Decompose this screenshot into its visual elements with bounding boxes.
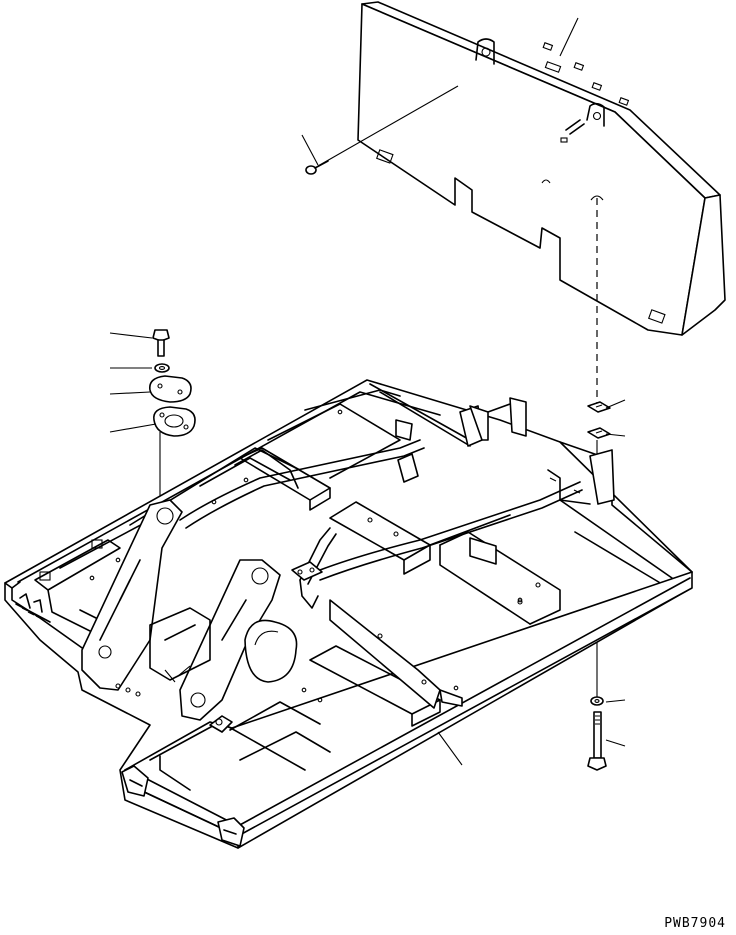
revolving-frame (4, 379, 693, 849)
cover-plate-part (148, 375, 192, 403)
bolt-part-left (152, 329, 170, 357)
shim-part (587, 401, 611, 413)
bolt-part (587, 711, 607, 771)
washer-part-left (154, 363, 170, 373)
gasket-part (153, 406, 196, 437)
shim-part-2 (587, 427, 611, 439)
drawing-code-label: PWB7904 (664, 916, 726, 931)
washer-part (590, 696, 604, 706)
counterweight-leader (317, 85, 459, 167)
counterweight (357, 1, 726, 336)
cap-screw-part (305, 160, 329, 175)
callout-leaders (109, 17, 626, 766)
